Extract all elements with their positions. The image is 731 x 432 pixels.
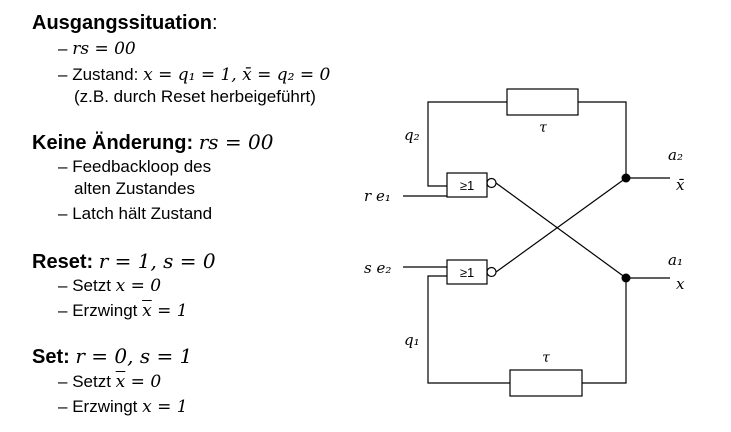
delay-box-top <box>506 88 579 116</box>
ausgang-item-2-note: (z.B. durch Reset herbeigeführt) <box>74 87 316 106</box>
junction-dot-top <box>621 173 631 183</box>
q2-label: q₂ <box>404 126 420 144</box>
tau-top-label: τ <box>539 120 547 136</box>
wire-cross-top <box>495 182 627 279</box>
ausgang-item-1: – rs = 00 <box>58 39 136 59</box>
reset-title: Reset: r = 1, s = 0 <box>32 249 216 273</box>
reset-item-2: – Erzwingt x = 1 <box>58 301 188 321</box>
wire-cross-bottom <box>495 177 627 273</box>
set-item-1: – Setzt x = 0 <box>58 372 162 392</box>
inverter-bubble-bottom <box>486 266 497 278</box>
junction-dot-bottom <box>621 273 631 283</box>
keine-title: Keine Änderung: rs = 00 <box>32 130 274 154</box>
gate-top-label: ≥1 <box>460 178 474 193</box>
ausgang-title: Ausgangssituation: <box>32 12 218 34</box>
keine-item-1b: alten Zustandes <box>74 179 195 198</box>
keine-item-1: – Feedbackloop des <box>58 157 212 176</box>
keine-item-2: – Latch hält Zustand <box>58 204 213 223</box>
set-title: Set: r = 0, s = 1 <box>32 344 193 368</box>
a1-label: a₁ <box>668 251 683 269</box>
r-input-label: r e₁ <box>364 187 391 205</box>
inverter-bubble-top <box>486 177 497 189</box>
tau-bottom-label: τ <box>542 350 550 366</box>
delay-box-bottom <box>509 369 583 397</box>
wire-bottom-feedback <box>427 275 627 384</box>
gate-bottom-label: ≥1 <box>460 265 474 280</box>
reset-item-1: – Setzt x = 0 <box>58 276 162 296</box>
ausgang-item-2: – Zustand: x = q₁ = 1, x̄ = q₂ = 0 <box>58 65 331 85</box>
q1-label: q₁ <box>404 331 420 349</box>
set-item-2: – Erzwingt x = 1 <box>58 397 188 417</box>
a2-label: a₂ <box>668 146 683 164</box>
wire-top-feedback <box>427 101 627 187</box>
s-input-label: s e₂ <box>364 259 391 277</box>
xbar-label: x̄ <box>676 176 685 194</box>
x-label: x <box>676 275 685 293</box>
